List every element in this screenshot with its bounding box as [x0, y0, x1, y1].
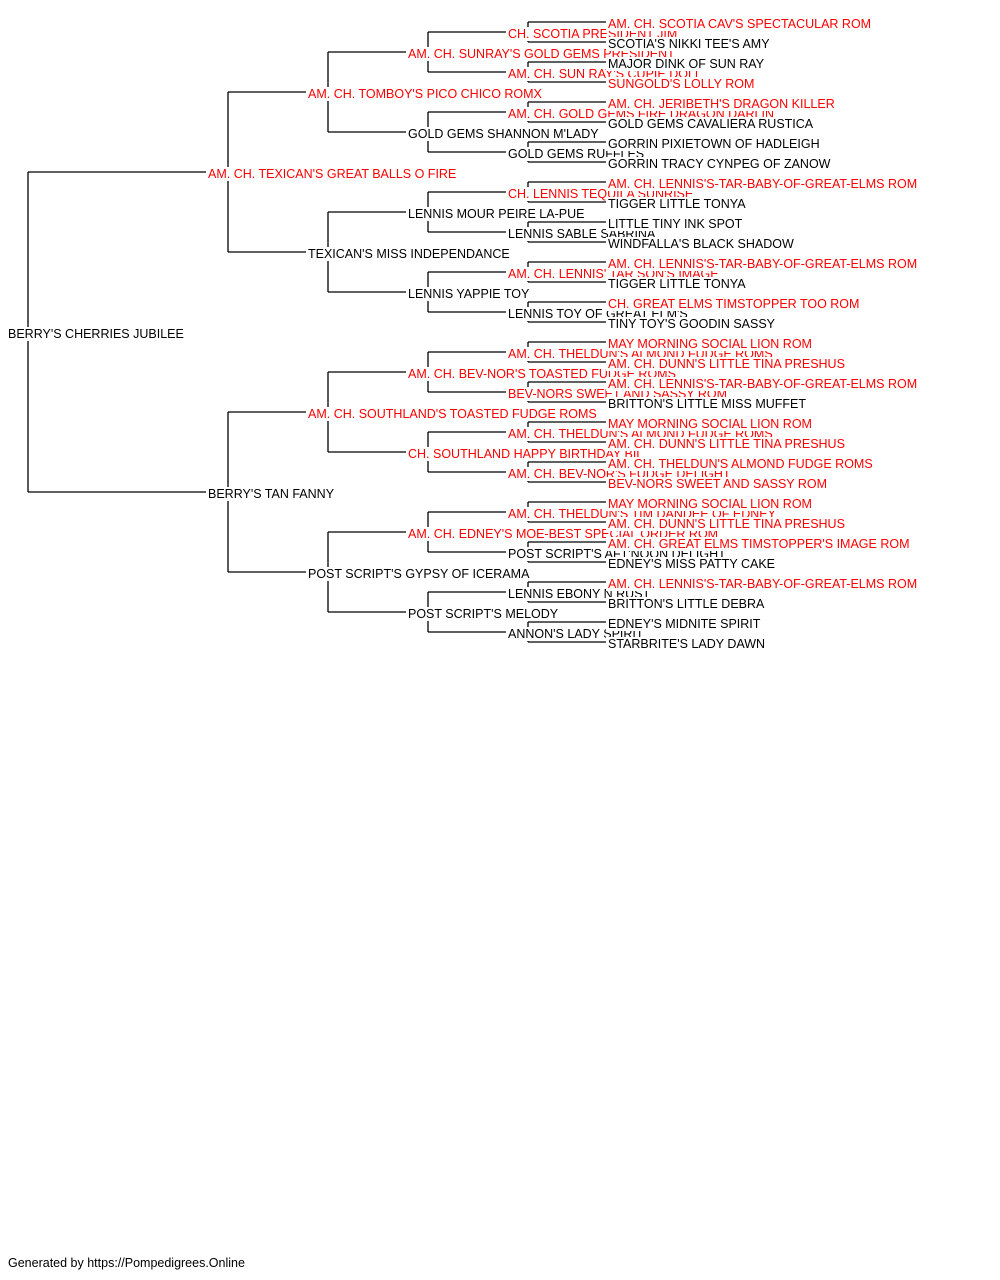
label-backdrop — [606, 177, 920, 191]
label-backdrop — [606, 597, 768, 611]
label-backdrop — [606, 497, 814, 511]
label-backdrop — [306, 567, 533, 581]
label-backdrop — [606, 557, 778, 571]
dog-name-gen-5: AM. CH. SCOTIA CAV'S SPECTACULAR ROM — [608, 17, 871, 31]
dog-name-gen-2: AM. CH. TOMBOY'S PICO CHICO ROMX — [308, 87, 543, 101]
label-backdrop — [606, 517, 847, 531]
footer-credit: Generated by https://Pompedigrees.Online — [8, 1256, 245, 1270]
dog-name-gen-5: GOLD GEMS CAVALIERA RUSTICA — [608, 117, 814, 131]
label-backdrop — [606, 117, 816, 131]
dog-name-gen-5: BRITTON'S LITTLE MISS MUFFET — [608, 397, 806, 411]
label-backdrop — [606, 137, 822, 151]
label-backdrop — [206, 167, 459, 181]
dog-name-gen-5: MAJOR DINK OF SUN RAY — [608, 57, 765, 71]
label-backdrop — [606, 197, 749, 211]
dog-name-gen-5: AM. CH. DUNN'S LITTLE TINA PRESHUS — [608, 517, 845, 531]
label-backdrop — [606, 317, 778, 331]
label-backdrop — [606, 377, 920, 391]
dog-name-gen-5: EDNEY'S MISS PATTY CAKE — [608, 557, 775, 571]
dog-name-gen-3: POST SCRIPT'S MELODY — [408, 607, 559, 621]
dog-name-gen-5: GORRIN TRACY CYNPEG OF ZANOW — [608, 157, 831, 171]
label-backdrop — [606, 97, 837, 111]
dog-name-gen-3: GOLD GEMS SHANNON M'LADY — [408, 127, 599, 141]
label-backdrop — [406, 127, 602, 141]
label-backdrop — [606, 157, 833, 171]
dog-name-gen-3: LENNIS YAPPIE TOY — [408, 287, 530, 301]
label-backdrop — [606, 217, 745, 231]
dog-name-gen-5: CH. GREAT ELMS TIMSTOPPER TOO ROM — [608, 297, 859, 311]
dog-name-gen-1: AM. CH. TEXICAN'S GREAT BALLS O FIRE — [208, 167, 456, 181]
dog-name-gen-5: AM. CH. THELDUN'S ALMOND FUDGE ROMS — [608, 457, 873, 471]
label-backdrop — [606, 57, 767, 71]
label-backdrop — [606, 477, 830, 491]
dog-name-gen-5: STARBRITE'S LADY DAWN — [608, 637, 765, 651]
label-backdrop — [606, 457, 875, 471]
dog-name-gen-5: TIGGER LITTLE TONYA — [608, 197, 746, 211]
label-backdrop — [606, 297, 862, 311]
label-backdrop — [606, 357, 847, 371]
dog-name-gen-5: SUNGOLD'S LOLLY ROM — [608, 77, 754, 91]
dog-name-gen-5: EDNEY'S MIDNITE SPIRIT — [608, 617, 761, 631]
label-backdrop — [406, 287, 533, 301]
dog-name-gen-0: BERRY'S CHERRIES JUBILEE — [8, 327, 184, 341]
label-backdrop — [306, 407, 599, 421]
label-backdrop — [306, 87, 545, 101]
dog-name-gen-3: CH. SOUTHLAND HAPPY BIRTHDAY BIL — [408, 447, 643, 461]
dog-name-gen-5: AM. CH. LENNIS'S-TAR-BABY-OF-GREAT-ELMS … — [608, 257, 917, 271]
label-backdrop — [606, 37, 773, 51]
dog-name-gen-5: SCOTIA'S NIKKI TEE'S AMY — [608, 37, 770, 51]
label-backdrop — [306, 247, 512, 261]
label-backdrop — [606, 337, 814, 351]
label-backdrop — [606, 617, 763, 631]
label-backdrop — [606, 277, 749, 291]
label-backdrop — [406, 207, 587, 221]
label-backdrop — [606, 237, 796, 251]
label-backdrop — [606, 397, 809, 411]
label-backdrop — [606, 637, 768, 651]
dog-name-gen-5: WINDFALLA'S BLACK SHADOW — [608, 237, 794, 251]
dog-name-gen-5: TIGGER LITTLE TONYA — [608, 277, 746, 291]
label-backdrop — [606, 577, 920, 591]
dog-name-gen-5: AM. CH. JERIBETH'S DRAGON KILLER — [608, 97, 835, 111]
dog-name-gen-5: AM. CH. DUNN'S LITTLE TINA PRESHUS — [608, 357, 845, 371]
dog-name-gen-5: LITTLE TINY INK SPOT — [608, 217, 743, 231]
dog-name-gen-5: AM. CH. LENNIS'S-TAR-BABY-OF-GREAT-ELMS … — [608, 377, 917, 391]
dog-name-gen-5: AM. CH. LENNIS'S-TAR-BABY-OF-GREAT-ELMS … — [608, 577, 917, 591]
dog-name-gen-3: LENNIS MOUR PEIRE LA-PUE — [408, 207, 584, 221]
label-backdrop — [606, 257, 920, 271]
label-backdrop — [406, 447, 646, 461]
label-backdrop — [406, 607, 561, 621]
label-backdrop — [606, 77, 757, 91]
dog-name-gen-5: BRITTON'S LITTLE DEBRA — [608, 597, 765, 611]
dog-name-gen-5: MAY MORNING SOCIAL LION ROM — [608, 337, 812, 351]
dog-name-gen-2: TEXICAN'S MISS INDEPENDANCE — [308, 247, 510, 261]
dog-name-gen-5: MAY MORNING SOCIAL LION ROM — [608, 417, 812, 431]
dog-name-gen-5: TINY TOY'S GOODIN SASSY — [608, 317, 776, 331]
label-backdrop — [6, 327, 186, 341]
dog-name-gen-1: BERRY'S TAN FANNY — [208, 487, 335, 501]
label-backdrop — [606, 437, 847, 451]
dog-name-gen-5: BEV-NORS SWEET AND SASSY ROM — [608, 477, 827, 491]
label-backdrop — [206, 487, 337, 501]
dog-name-gen-5: AM. CH. LENNIS'S-TAR-BABY-OF-GREAT-ELMS … — [608, 177, 917, 191]
dog-name-gen-5: GORRIN PIXIETOWN OF HADLEIGH — [608, 137, 820, 151]
label-backdrop — [606, 417, 814, 431]
dog-name-gen-5: AM. CH. DUNN'S LITTLE TINA PRESHUS — [608, 437, 845, 451]
dog-name-gen-2: POST SCRIPT'S GYPSY OF ICERAMA — [308, 567, 530, 581]
label-backdrop — [606, 17, 874, 31]
dog-name-gen-5: MAY MORNING SOCIAL LION ROM — [608, 497, 812, 511]
dog-name-gen-2: AM. CH. SOUTHLAND'S TOASTED FUDGE ROMS — [308, 407, 597, 421]
dog-name-gen-5: AM. CH. GREAT ELMS TIMSTOPPER'S IMAGE RO… — [608, 537, 910, 551]
label-backdrop — [606, 537, 912, 551]
